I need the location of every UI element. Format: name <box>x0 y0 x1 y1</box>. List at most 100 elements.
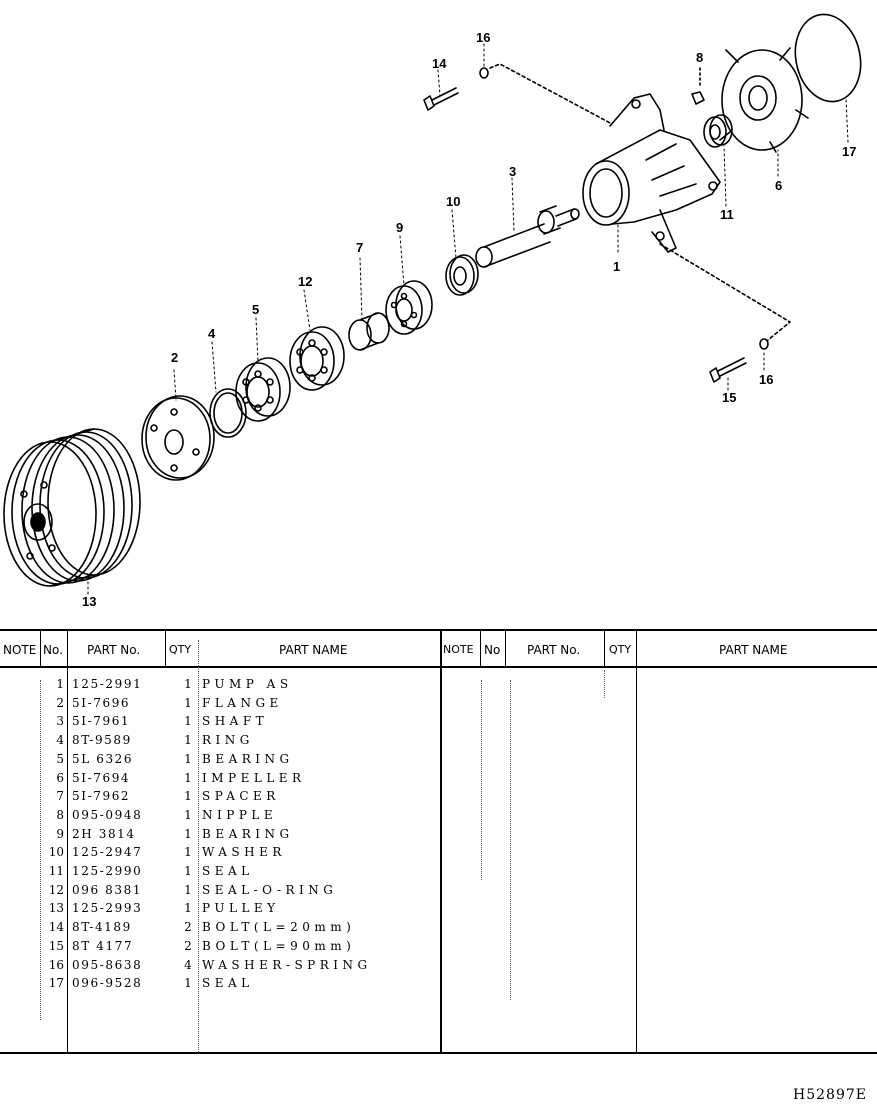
cell-part-no: 096 8381 <box>72 882 143 897</box>
cell-qty: 1 <box>184 789 192 804</box>
cell-qty: 1 <box>184 695 192 710</box>
table-top-rule <box>0 629 877 631</box>
callout-14: 14 <box>432 56 447 71</box>
col-rule-right-qty <box>636 631 637 1052</box>
impeller-6 <box>719 47 809 153</box>
callout-10: 10 <box>446 194 460 209</box>
nipple-8 <box>691 67 705 105</box>
bearing-9 <box>385 280 433 335</box>
header-note-left: NOTE <box>3 643 37 657</box>
cell-part-name: WASHER <box>202 845 286 860</box>
cell-no: 17 <box>48 976 64 991</box>
document-code: H52897E <box>793 1087 867 1103</box>
cell-no: 10 <box>48 845 64 860</box>
cell-no: 8 <box>56 807 64 822</box>
table-bottom-rule <box>0 1052 877 1054</box>
cell-part-no: 095-8638 <box>72 957 143 972</box>
cell-part-name: IMPELLER <box>202 770 306 785</box>
header-qty-right: QTY <box>609 643 632 656</box>
washer-spring-16b <box>659 243 791 350</box>
cell-qty: 1 <box>184 882 192 897</box>
pulley-13 <box>3 428 141 587</box>
cell-part-name: SEAL-O-RING <box>202 882 338 897</box>
bolt-14 <box>423 87 459 111</box>
cell-part-no: 125-2947 <box>72 845 143 860</box>
cell-part-no: 5I-7962 <box>72 789 131 804</box>
cell-part-no: 5L 6326 <box>72 751 134 766</box>
cell-part-name: PUMP AS <box>202 677 293 691</box>
cell-qty: 1 <box>184 770 192 785</box>
cell-part-no: 5I-7694 <box>72 770 131 785</box>
shaft-3 <box>475 205 580 268</box>
col-dots-right-no <box>481 680 482 880</box>
cell-part-name: BEARING <box>202 751 294 766</box>
cell-part-name: FLANGE <box>202 695 283 710</box>
table-row: 16 095-8638 4 WASHER-SPRING <box>0 958 440 976</box>
bearing-5 <box>235 357 291 422</box>
callout-9: 9 <box>396 220 403 235</box>
cell-no: 11 <box>48 864 64 878</box>
table-row: 12 096 8381 1 SEAL-O-RING <box>0 883 440 901</box>
cell-part-name: SEAL <box>202 864 254 878</box>
header-note-right: NOTE <box>443 643 474 656</box>
seal-gasket-17 <box>794 13 862 103</box>
callout-4: 4 <box>208 326 216 341</box>
callout-12: 12 <box>298 274 312 289</box>
cell-part-no: 8T-9589 <box>72 733 132 748</box>
cell-part-name: PULLEY <box>202 901 280 916</box>
spacer-7 <box>348 312 390 351</box>
col-rule-right-partno <box>604 631 605 667</box>
cell-qty: 2 <box>184 938 192 953</box>
cell-part-no: 095-0948 <box>72 807 143 822</box>
cell-no: 6 <box>56 770 64 785</box>
col-rule-left-partno <box>165 631 166 667</box>
col-rule-left-note <box>40 631 41 667</box>
table-center-divider <box>440 631 442 1052</box>
header-no-left: No. <box>43 643 63 657</box>
callout-16a: 16 <box>476 30 490 45</box>
cell-part-no: 125-2990 <box>72 864 143 878</box>
callout-15: 15 <box>722 390 736 405</box>
cell-no: 12 <box>48 882 64 897</box>
cell-qty: 2 <box>184 920 192 935</box>
col-dots-right-partno <box>510 680 511 1000</box>
cell-no: 4 <box>56 733 64 748</box>
col-dots-right-qty <box>604 670 605 698</box>
cell-qty: 1 <box>184 901 192 916</box>
callout-8: 8 <box>696 50 703 65</box>
callout-2: 2 <box>171 350 178 365</box>
cell-part-no: 096-9528 <box>72 976 143 991</box>
cell-part-name: RING <box>202 733 254 748</box>
cell-qty: 1 <box>184 751 192 766</box>
callout-13: 13 <box>82 594 96 609</box>
cell-part-name: SHAFT <box>202 714 269 729</box>
flange-2 <box>141 395 215 481</box>
cell-qty: 1 <box>184 807 192 822</box>
cell-qty: 1 <box>184 714 192 729</box>
callout-3: 3 <box>509 164 516 179</box>
cell-part-name: BOLT(L=20mm) <box>202 920 356 935</box>
callout-labels: 1 2 3 4 5 6 7 8 9 10 11 12 13 14 15 16 1… <box>82 30 856 609</box>
cell-qty: 1 <box>184 826 192 841</box>
cell-part-name: SEAL <box>202 976 254 991</box>
col-rule-left-no <box>67 631 68 1052</box>
cell-no: 16 <box>48 957 64 972</box>
cell-part-name: BOLT(L=90mm) <box>202 938 356 953</box>
cell-qty: 4 <box>184 957 192 972</box>
callout-11: 11 <box>720 207 734 222</box>
callout-5: 5 <box>252 302 259 317</box>
col-dots-left-note <box>40 680 41 1020</box>
washer-10 <box>445 254 479 296</box>
cell-part-name: WASHER-SPRING <box>202 957 372 972</box>
callout-7: 7 <box>356 240 363 255</box>
